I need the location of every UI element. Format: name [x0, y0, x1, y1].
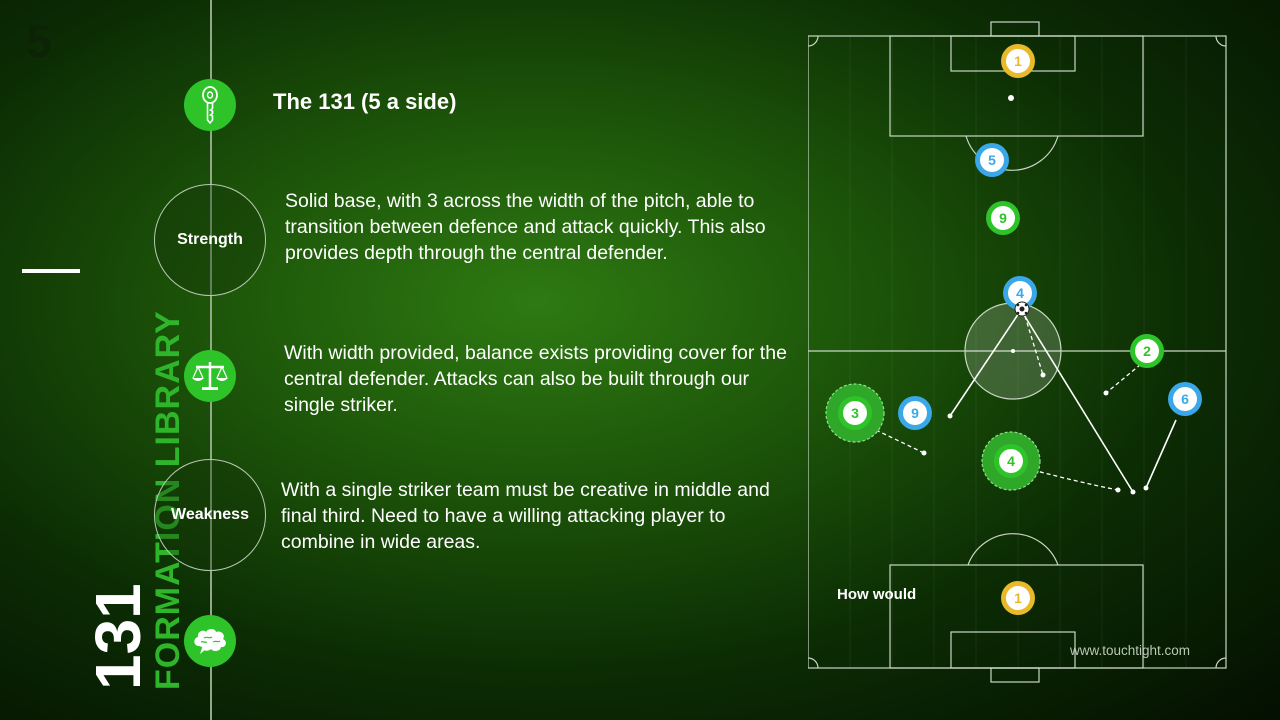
bottom-goal [990, 667, 1040, 683]
svg-text:6: 6 [1181, 391, 1189, 407]
weakness-label: Weakness [171, 506, 249, 523]
key-icon [184, 79, 236, 131]
weakness-text: With a single striker team must be creat… [281, 479, 770, 553]
player-token-blue-4: 4 [1003, 276, 1037, 310]
top-goal [990, 21, 1040, 37]
player-token-blue-9: 9 [898, 396, 932, 430]
svg-text:9: 9 [911, 405, 919, 421]
formation-number: 131 [82, 583, 154, 690]
player-token-blue-5: 5 [975, 143, 1009, 177]
player-token-blue-6: 6 [1168, 382, 1202, 416]
svg-text:3: 3 [851, 405, 859, 421]
svg-text:4: 4 [1016, 285, 1024, 301]
svg-text:5: 5 [988, 152, 996, 168]
strength-badge: Strength [154, 184, 266, 296]
weakness-badge: Weakness [154, 459, 266, 571]
player-token-green-3: 3 [838, 396, 872, 430]
football-pitch-diagram: 1 5 9 4 2 3 9 6 [808, 21, 1227, 683]
football-ball-icon [1014, 301, 1030, 317]
balance-scale-icon [184, 350, 236, 402]
vertical-title: 131 FORMATION LIBRARY [82, 250, 187, 690]
strength-text: Solid base, with 3 across the width of t… [285, 190, 766, 264]
svg-text:9: 9 [999, 210, 1007, 226]
svg-text:4: 4 [1007, 453, 1015, 469]
formation-heading: The 131 (5 a side) [273, 89, 457, 114]
svg-text:2: 2 [1143, 343, 1151, 359]
player-token-yellow-1-bottom: 1 [1001, 581, 1035, 615]
slide-number: 5 [26, 15, 52, 67]
website-link[interactable]: www.touchtight.com [1070, 643, 1191, 658]
bottom-six-yard-box [950, 631, 1076, 669]
player-token-green-9: 9 [986, 201, 1020, 235]
svg-text:1: 1 [1014, 590, 1022, 606]
balance-text: With width provided, balance exists prov… [284, 342, 787, 416]
strength-label: Strength [177, 231, 243, 248]
svg-text:1: 1 [1014, 53, 1022, 69]
player-token-green-2: 2 [1130, 334, 1164, 368]
player-token-yellow-1-top: 1 [1001, 44, 1035, 78]
title-dash [22, 269, 80, 273]
pitch-caption: How would [837, 586, 917, 603]
player-token-green-4: 4 [994, 444, 1028, 478]
brain-icon [184, 615, 236, 667]
